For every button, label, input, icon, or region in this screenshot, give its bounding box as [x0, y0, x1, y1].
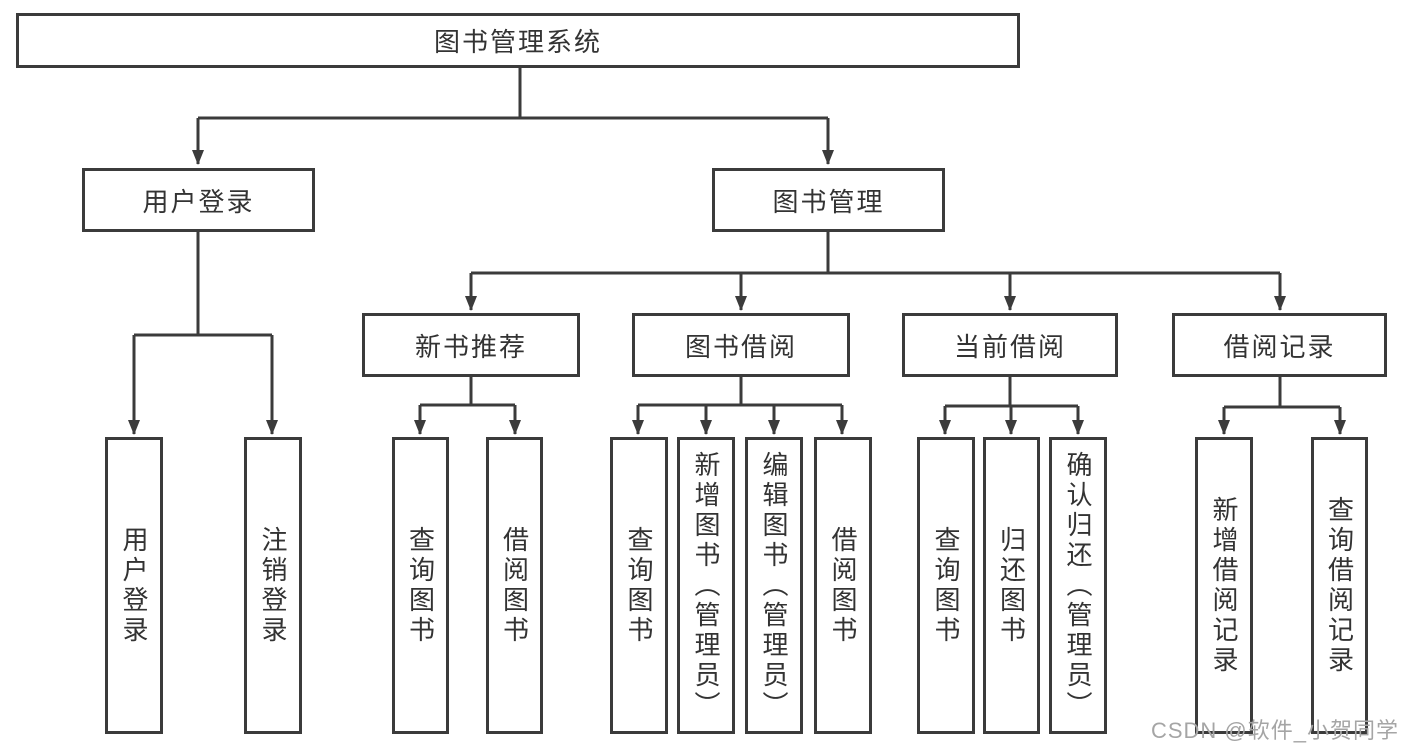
- leaf-records-add-record-label: 新增借阅记录: [1209, 495, 1239, 676]
- node-user-login: 用户登录: [82, 168, 315, 232]
- leaf-current-query-books: 查询图书: [917, 437, 975, 734]
- leaf-borrow-borrow-books-label: 借阅图书: [828, 525, 858, 646]
- leaf-current-query-books-label: 查询图书: [931, 525, 961, 646]
- leaf-recommend-borrow-books: 借阅图书: [486, 437, 543, 734]
- leaf-logout: 注销登录: [244, 437, 302, 734]
- leaf-borrow-query-books-label: 查询图书: [624, 525, 654, 646]
- leaf-records-add-record: 新增借阅记录: [1195, 437, 1253, 734]
- csdn-watermark: CSDN @软件_小贺同学: [1150, 718, 1399, 743]
- leaf-user-login: 用户登录: [105, 437, 163, 734]
- leaf-borrow-borrow-books: 借阅图书: [814, 437, 872, 734]
- leaf-records-query-record-label: 查询借阅记录: [1324, 495, 1355, 676]
- node-system-root: 图书管理系统: [16, 13, 1020, 68]
- leaf-logout-label: 注销登录: [258, 525, 288, 646]
- leaf-recommend-query-books: 查询图书: [392, 437, 449, 734]
- leaf-borrow-query-books: 查询图书: [610, 437, 668, 734]
- leaf-borrow-add-books-admin-label: 新增图书（管理员）: [691, 450, 721, 721]
- node-book-management: 图书管理: [712, 168, 945, 232]
- leaf-recommend-borrow-books-label: 借阅图书: [499, 525, 530, 646]
- leaf-current-return-books: 归还图书: [983, 437, 1040, 734]
- leaf-recommend-query-books-label: 查询图书: [405, 525, 436, 646]
- node-book-borrow: 图书借阅: [632, 313, 850, 377]
- node-current-borrow: 当前借阅: [902, 313, 1118, 377]
- leaf-borrow-add-books-admin: 新增图书（管理员）: [677, 437, 735, 734]
- leaf-current-confirm-return-admin: 确认归还（管理员）: [1049, 437, 1107, 734]
- leaf-user-login-label: 用户登录: [119, 525, 149, 646]
- leaf-current-return-books-label: 归还图书: [996, 525, 1027, 646]
- leaf-borrow-edit-books-admin: 编辑图书（管理员）: [745, 437, 803, 734]
- node-borrow-records: 借阅记录: [1172, 313, 1387, 377]
- leaf-borrow-edit-books-admin-label: 编辑图书（管理员）: [759, 450, 789, 721]
- node-new-book-recommend: 新书推荐: [362, 313, 580, 377]
- leaf-current-confirm-return-admin-label: 确认归还（管理员）: [1063, 450, 1093, 721]
- leaf-records-query-record: 查询借阅记录: [1311, 437, 1368, 734]
